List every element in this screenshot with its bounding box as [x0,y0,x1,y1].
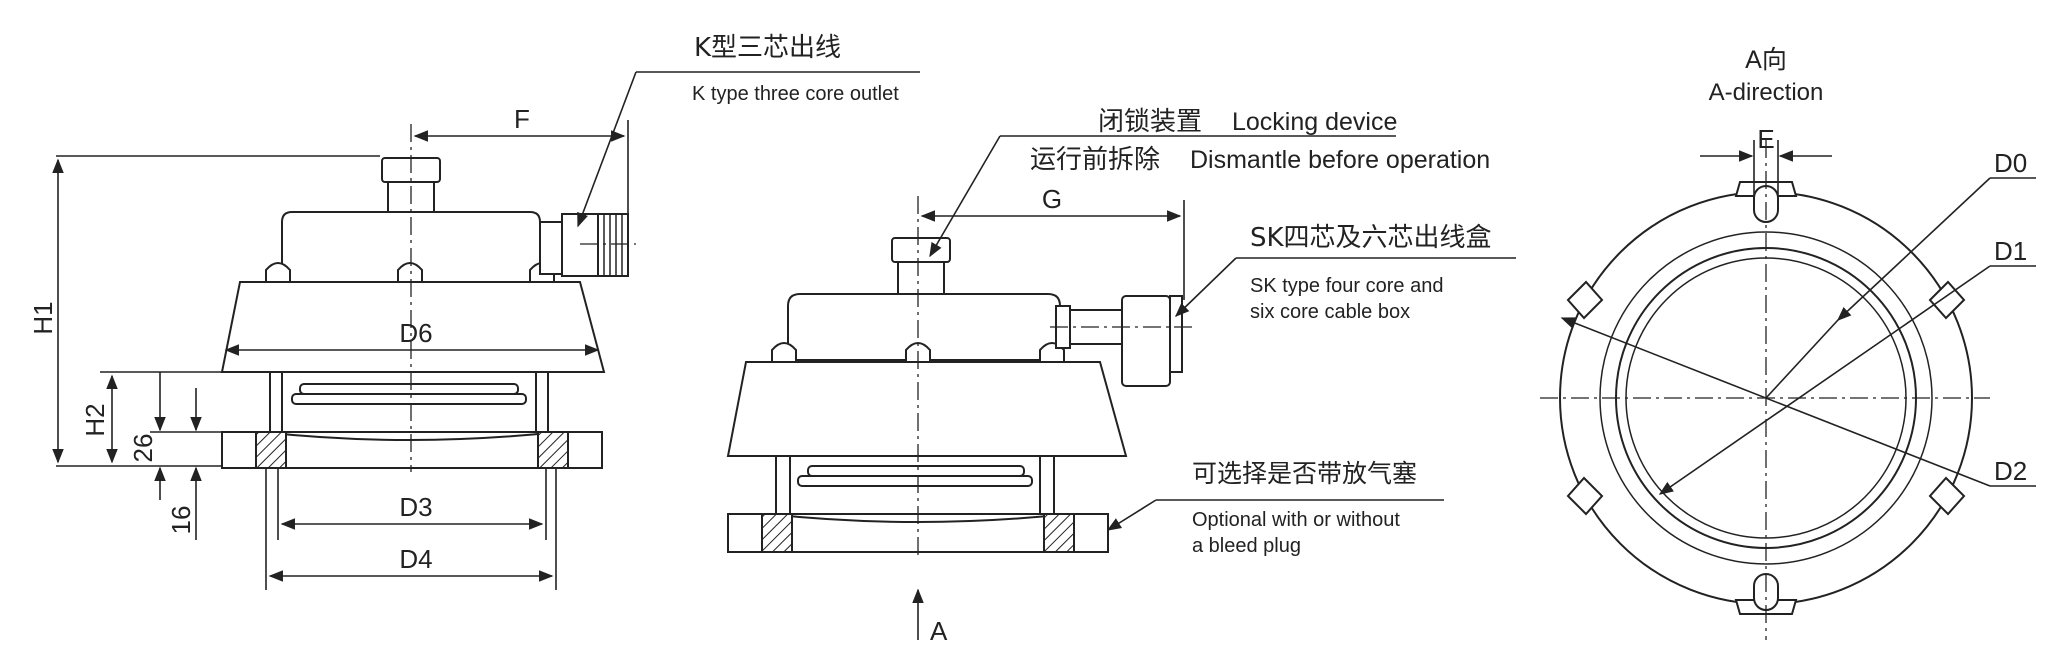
dim-d6: D6 [399,318,432,348]
a-direction-cn: A向 [1745,46,1787,74]
sk-box-en-2: six core cable box [1250,301,1410,323]
mid-top-bolt-shank [897,261,945,295]
mid-cover-screws [771,342,1065,363]
mid-lower-cover [726,361,1128,457]
locking-cn: 闭锁装置 [1098,107,1202,137]
dim-d0: D0 [1994,148,2027,178]
outlet-body [561,213,599,277]
flange-lugs [1566,181,1966,615]
dim-h2: H2 [80,403,110,436]
dim-f: F [514,104,530,134]
middle-view: G A 闭锁装置 Locking device 运行前拆除 Dismantle … [726,107,1516,646]
outlet-grip [597,213,629,277]
mid-hatch-left [761,513,793,553]
dim-d1: D1 [1994,236,2027,266]
dim-e: E [1757,124,1774,154]
left-view: H1 H2 26 16 D6 D3 D4 F K型三芯出线 K t [28,33,920,590]
mid-hatch-right [1043,513,1075,553]
a-direction-en: A-direction [1709,79,1824,106]
mid-upper-cover [787,293,1061,361]
k-outlet-cn: K型三芯出线 [694,33,841,63]
hatch-left [255,431,287,469]
dim-h1: H1 [28,301,58,334]
bleed-en-2: a bleed plug [1192,535,1301,557]
bleed-cn: 可选择是否带放气塞 [1192,459,1417,488]
dim-d2: D2 [1994,456,2027,486]
dim-16: 16 [166,506,196,535]
hatch-right [537,431,569,469]
right-view: A向 A-direction E D0 [1540,46,2036,640]
locking-en: Locking device [1232,108,1397,136]
outlet-nut [539,221,563,275]
dismantle-cn: 运行前拆除 [1030,145,1160,175]
dim-26: 26 [128,434,158,463]
sk-box [1121,295,1171,387]
bleed-en-1: Optional with or without [1192,509,1400,531]
view-arrow-a: A [930,616,948,646]
dim-g: G [1042,184,1062,214]
sk-cap [1169,295,1183,373]
ring-d1 [1599,231,1933,565]
dim-d4: D4 [399,544,432,574]
sk-box-en-1: SK type four core and [1250,275,1443,297]
dim-d3: D3 [399,492,432,522]
k-outlet-en: K type three core outlet [692,83,899,105]
dismantle-en: Dismantle before operation [1190,146,1490,174]
sk-box-cn: SK四芯及六芯出线盒 [1250,223,1492,253]
upper-cover [281,211,541,283]
mid-top-bolt-head [891,237,951,263]
